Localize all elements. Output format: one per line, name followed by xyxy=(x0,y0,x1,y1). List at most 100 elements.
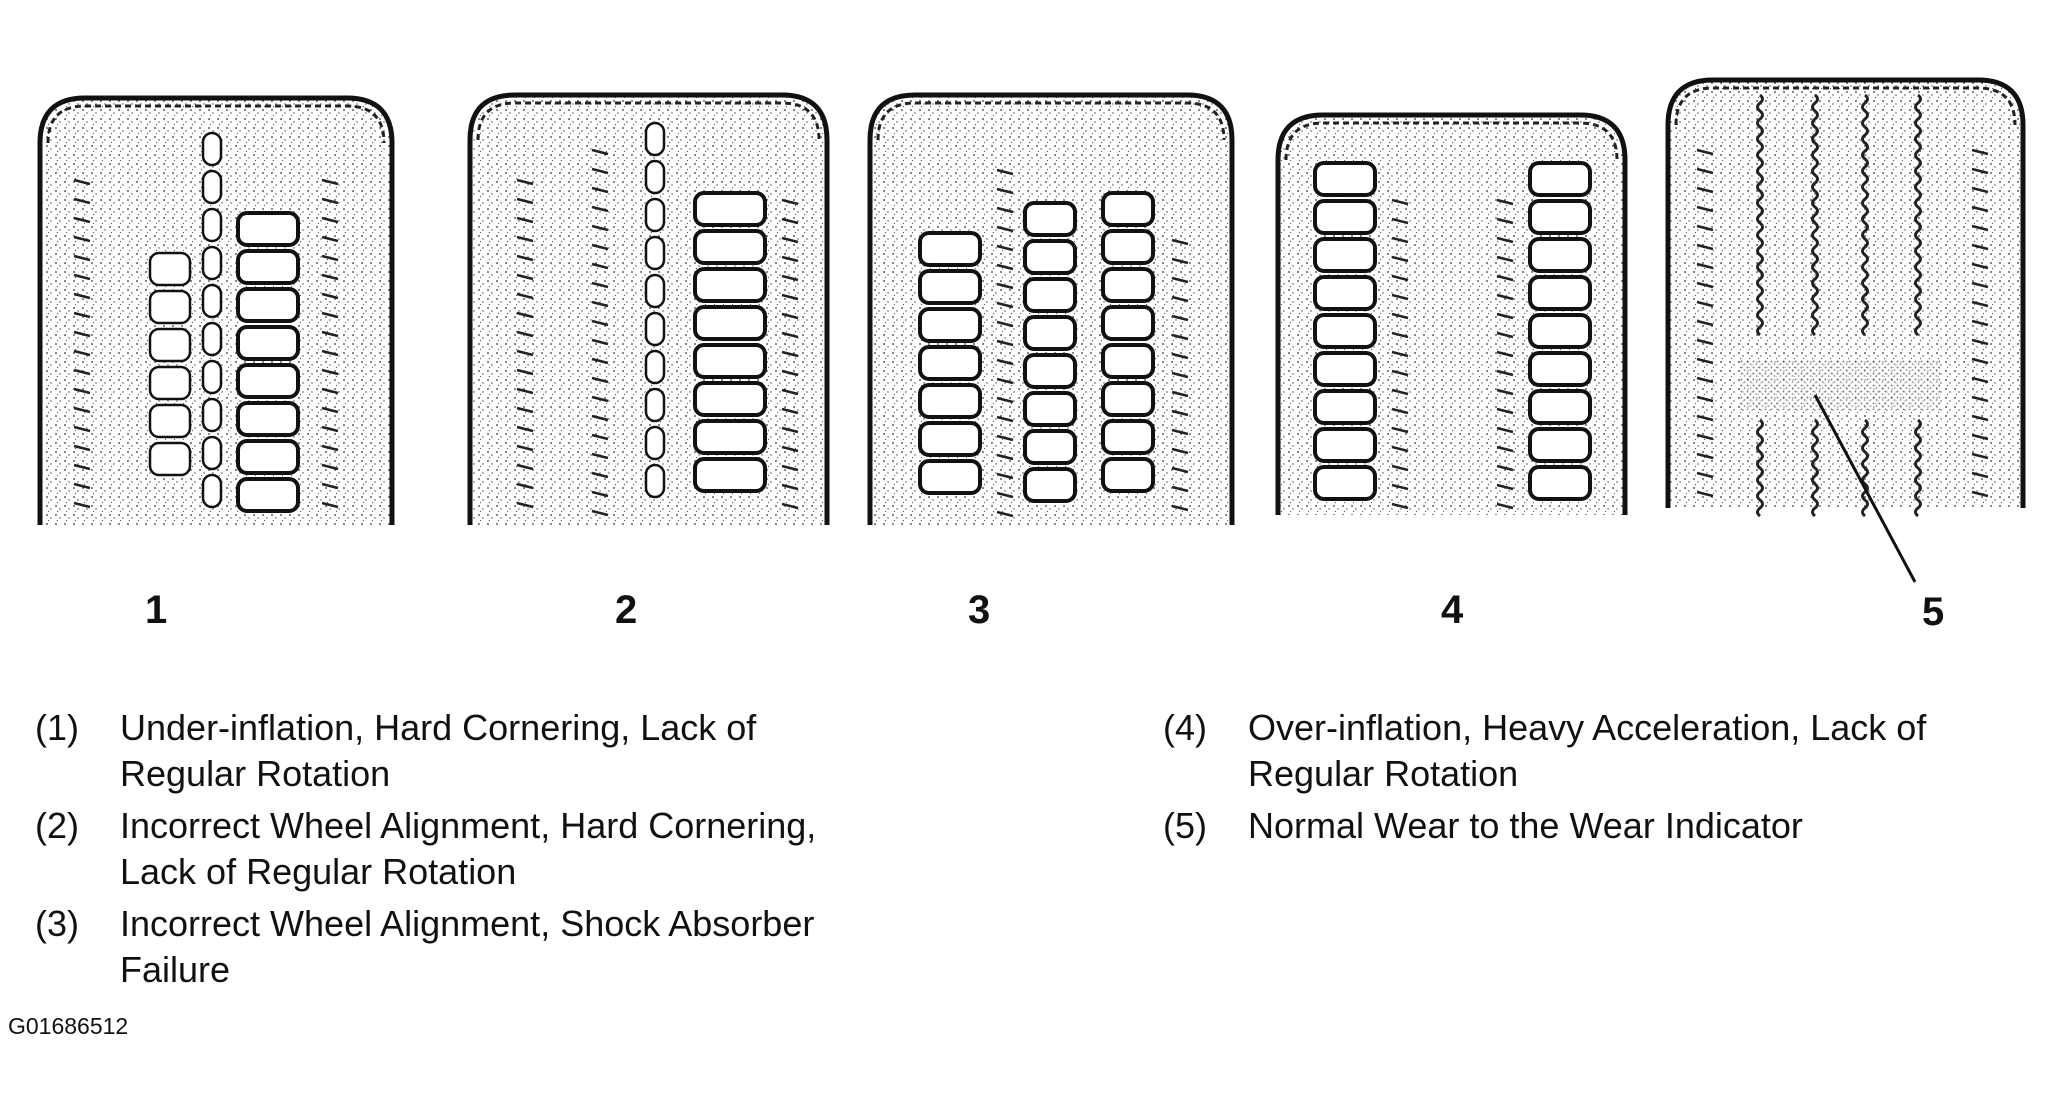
tire-1-sipe xyxy=(321,197,339,205)
tire-2-sipe xyxy=(781,502,799,510)
tire-2-tread-block xyxy=(644,425,666,461)
tire-3-sipe xyxy=(996,396,1014,404)
tire-4-sipe xyxy=(1496,407,1514,415)
tire-label-3: 3 xyxy=(968,588,991,632)
tire-1-sipe xyxy=(73,197,91,205)
tire-2-sipe xyxy=(591,452,609,460)
tire-2-sipe xyxy=(781,388,799,396)
tire-5-groove xyxy=(1861,418,1869,518)
tire-2-sipe xyxy=(516,273,534,281)
tire-4-tread-block xyxy=(1313,427,1377,463)
tire-3-sipe xyxy=(996,510,1014,518)
tire-4-sipe xyxy=(1391,236,1409,244)
tire-2-sipe xyxy=(591,205,609,213)
tire-5-sipe xyxy=(1696,338,1714,346)
tire-3-sipe xyxy=(1171,295,1189,303)
tire-2-tread-block xyxy=(693,457,767,493)
tire-2-sipe xyxy=(591,376,609,384)
tire-2-sipe xyxy=(591,148,609,156)
tire-3-sipe xyxy=(996,301,1014,309)
tire-4-sipe xyxy=(1496,350,1514,358)
tire-4-sipe xyxy=(1496,483,1514,491)
tire-3-sipe xyxy=(996,263,1014,271)
tire-5-sipe xyxy=(1696,167,1714,175)
tire-2-tread-block xyxy=(644,121,666,157)
tire-2-sipe xyxy=(781,236,799,244)
tire-5-sipe xyxy=(1971,490,1989,498)
tire-2-sipe xyxy=(516,330,534,338)
tire-2-sipe xyxy=(516,406,534,414)
tire-5-sipe xyxy=(1971,224,1989,232)
tire-2-sipe xyxy=(516,387,534,395)
tire-2-tread-block xyxy=(693,229,767,265)
tire-5-sipe xyxy=(1696,414,1714,422)
tire-1-sipe xyxy=(321,463,339,471)
tire-5-shoulder-edge xyxy=(1674,86,2017,126)
tire-2-sipe xyxy=(591,224,609,232)
tire-3-tread-block xyxy=(1101,457,1155,493)
tire-5-sipe xyxy=(1696,357,1714,365)
tire-4-sipe xyxy=(1496,274,1514,282)
tire-5-groove xyxy=(1756,93,1764,337)
tire-2-tread-block xyxy=(644,311,666,347)
tire-3-sipe xyxy=(1171,352,1189,360)
tire-2-sipe xyxy=(591,281,609,289)
tire-2-sipe xyxy=(591,357,609,365)
tire-2-sipe xyxy=(781,445,799,453)
tire-1-tread-block xyxy=(236,401,300,437)
tire-4-sipe xyxy=(1496,217,1514,225)
tire-3-tread-block xyxy=(1101,381,1155,417)
tire-label-4: 4 xyxy=(1441,588,1464,632)
tire-3-sipe xyxy=(1171,485,1189,493)
tire-4-sipe xyxy=(1391,350,1409,358)
tire-1-sipe xyxy=(73,292,91,300)
tire-3-tread-block xyxy=(1101,419,1155,455)
tire-3-sipe xyxy=(1171,409,1189,417)
tire-2-sipe xyxy=(781,426,799,434)
tire-3-tread-block xyxy=(918,421,982,457)
tire-5-sipe xyxy=(1696,224,1714,232)
tire-1-tread-block xyxy=(236,287,300,323)
tire-1-tread-block xyxy=(148,327,192,363)
tire-2-sipe xyxy=(516,444,534,452)
tire-1-sipe xyxy=(321,425,339,433)
tire-3-sipe xyxy=(996,225,1014,233)
legend-right-column: (4) Over-inflation, Heavy Acceleration, … xyxy=(1163,705,1926,855)
tire-1-tread-block xyxy=(201,283,223,319)
tire-2-sipe xyxy=(591,338,609,346)
tire-5-sipe xyxy=(1696,205,1714,213)
tire-2-sipe xyxy=(591,395,609,403)
tire-1-tread-block xyxy=(201,359,223,395)
tire-5-groove xyxy=(1914,418,1922,518)
legend-text: Under-inflation, Hard Cornering, Lack of… xyxy=(120,707,757,794)
tire-3-outline xyxy=(867,92,1235,525)
tire-4-sipe xyxy=(1391,312,1409,320)
tire-2-sipe xyxy=(591,490,609,498)
tire-1-sipe xyxy=(321,387,339,395)
tire-3-sipe xyxy=(996,434,1014,442)
tire-2-sipe xyxy=(516,197,534,205)
tire-2-sipe xyxy=(516,368,534,376)
tire-2-outline xyxy=(467,92,830,525)
tire-3-tread-block xyxy=(1101,267,1155,303)
tire-2-sipe xyxy=(781,255,799,263)
tire-5-groove xyxy=(1756,418,1764,518)
tire-5-sipe xyxy=(1696,186,1714,194)
tire-5-sipe xyxy=(1971,205,1989,213)
tire-5-sipe xyxy=(1696,148,1714,156)
tire-1-tread-block xyxy=(148,365,192,401)
tire-1-tread-block xyxy=(201,207,223,243)
tire-4-tread-block xyxy=(1313,465,1377,501)
tire-1-sipe xyxy=(73,463,91,471)
tire-4-tread-block xyxy=(1313,275,1377,311)
tire-1-tread-block xyxy=(236,477,300,513)
tire-1-sipe xyxy=(73,482,91,490)
tire-3-sipe xyxy=(996,187,1014,195)
tire-3-sipe xyxy=(1171,257,1189,265)
tire-5-sipe xyxy=(1971,357,1989,365)
tire-5-groove xyxy=(1914,93,1922,337)
tire-2-tread-block xyxy=(693,381,767,417)
legend-number: (5) xyxy=(1163,805,1207,846)
tire-3-shoulder-edge xyxy=(876,101,1226,141)
tire-3-sipe xyxy=(996,377,1014,385)
